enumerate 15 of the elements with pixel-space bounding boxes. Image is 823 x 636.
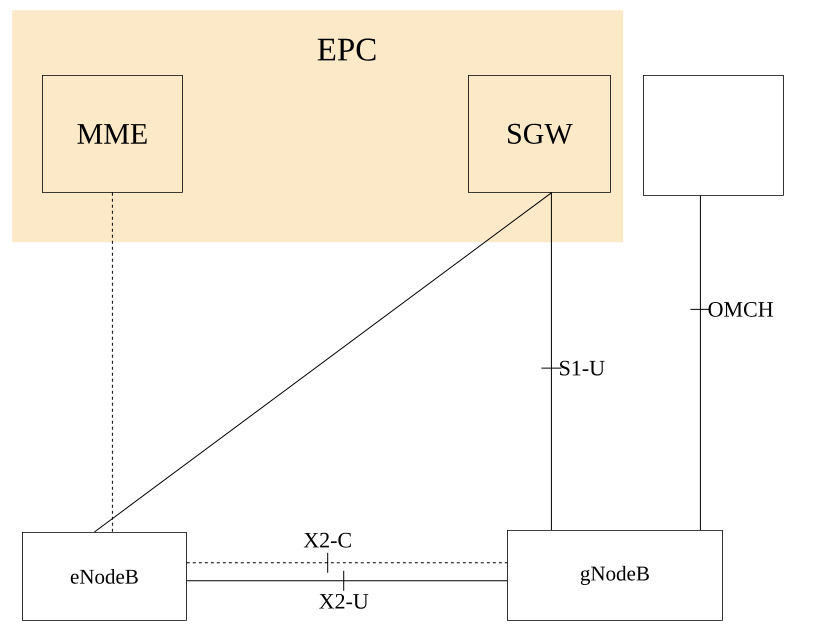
connector-line	[112, 192, 113, 532]
network-box: eNodeB	[22, 532, 187, 621]
connector-line	[550, 192, 552, 530]
network-box	[643, 75, 784, 196]
network-box: MME	[42, 75, 183, 193]
edge-label: OMCH	[708, 302, 773, 317]
connector-line	[94, 192, 552, 532]
edge-label: X2-U	[319, 594, 368, 609]
network-box: gNodeB	[507, 530, 723, 621]
connector-line	[700, 195, 701, 530]
network-box: SGW	[468, 75, 611, 193]
edge-label: S1-U	[560, 360, 605, 376]
edge-label: X2-C	[304, 532, 351, 548]
connector-line	[186, 562, 508, 564]
connector-line	[186, 580, 508, 582]
